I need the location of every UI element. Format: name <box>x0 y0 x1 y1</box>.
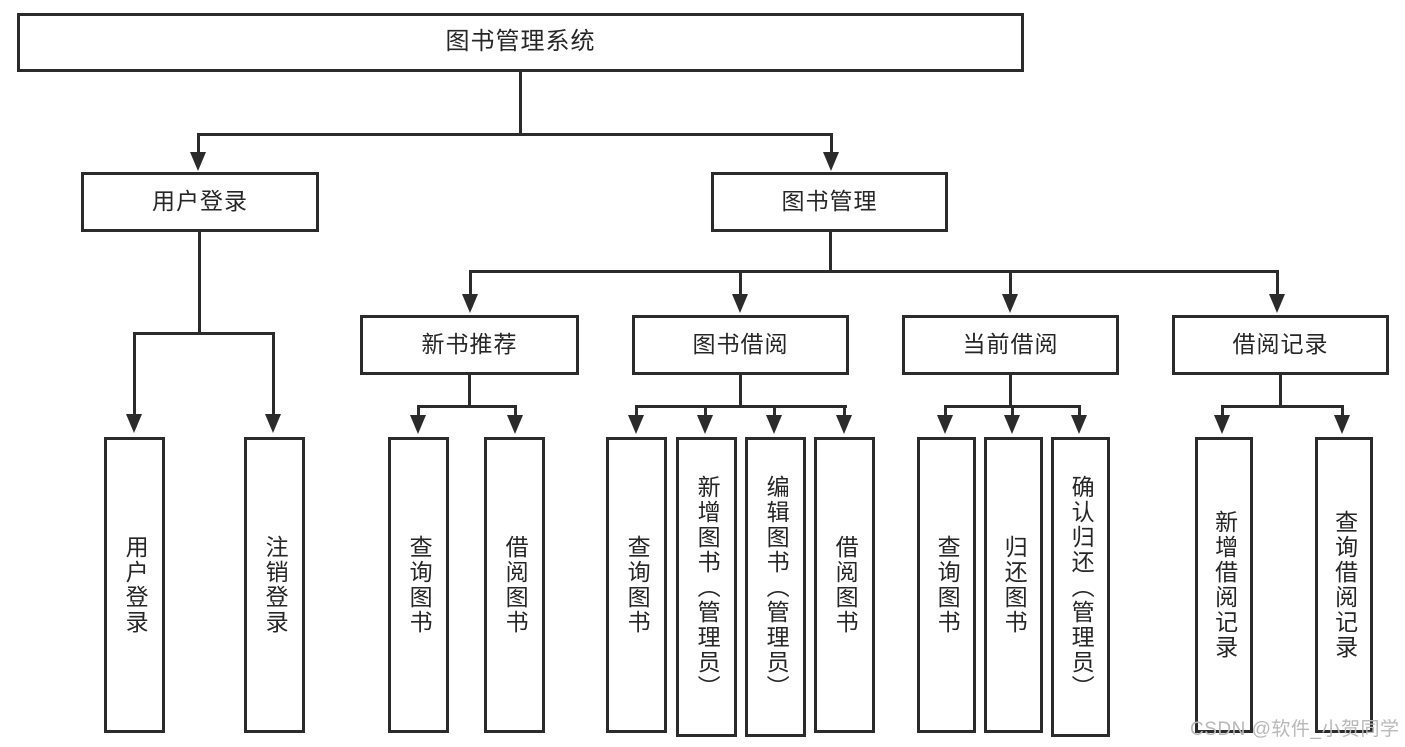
arrowhead-user-login-to-leaf1 <box>126 414 142 433</box>
node-leaf-logout[interactable]: 注销登录 <box>244 437 305 733</box>
edge-borrow-record-bus <box>1221 405 1344 408</box>
node-leaf-confirm-return[interactable]: 确认归还（管理员） <box>1051 437 1110 737</box>
edge-br-to-leaf2 <box>1341 405 1344 417</box>
arrowhead-bb-to-leaf3 <box>766 415 782 434</box>
arrowhead-nbr-to-leaf1 <box>410 415 426 434</box>
edge-bm-to-current-borrow <box>1009 270 1012 296</box>
node-leaf-edit-book[interactable]: 编辑图书（管理员） <box>745 437 806 737</box>
arrowhead-cb-to-leaf2 <box>1004 415 1020 434</box>
edge-cb-to-leaf3 <box>1078 405 1081 417</box>
node-root-system[interactable]: 图书管理系统 <box>17 13 1024 72</box>
edge-root-bus <box>197 133 833 136</box>
arrowhead-cb-to-leaf3 <box>1071 415 1087 434</box>
node-current-borrow[interactable]: 当前借阅 <box>902 315 1119 375</box>
arrowhead-root-to-book-management <box>823 152 839 171</box>
node-leaf-query-borrow-record[interactable]: 查询借阅记录 <box>1315 437 1373 733</box>
arrowhead-cb-to-leaf1 <box>937 415 953 434</box>
arrowhead-root-to-user-login <box>190 152 206 171</box>
edge-nbr-to-leaf2 <box>514 405 517 417</box>
edge-book-borrow-stem <box>739 375 742 407</box>
arrowhead-bm-to-book-borrow <box>732 294 748 313</box>
arrowhead-br-to-leaf1 <box>1214 415 1230 434</box>
edge-book-borrow-bus <box>635 405 847 408</box>
edge-root-stem <box>519 72 522 135</box>
edge-current-borrow-stem <box>1009 375 1012 407</box>
node-leaf-borrow-book-rec[interactable]: 借阅图书 <box>484 437 545 733</box>
edge-nbr-to-leaf1 <box>417 405 420 417</box>
edge-user-login-to-leaf1 <box>133 332 136 416</box>
edge-bb-to-leaf2 <box>704 405 707 417</box>
arrowhead-bb-to-leaf2 <box>697 415 713 434</box>
edge-cb-to-leaf1 <box>944 405 947 417</box>
edge-br-to-leaf1 <box>1221 405 1224 417</box>
edge-user-login-stem <box>198 232 201 335</box>
node-leaf-add-book[interactable]: 新增图书（管理员） <box>676 437 737 737</box>
edge-book-management-stem <box>829 232 832 272</box>
arrowhead-bm-to-borrow-record <box>1269 294 1285 313</box>
node-leaf-user-login[interactable]: 用户登录 <box>104 437 165 733</box>
node-borrow-record[interactable]: 借阅记录 <box>1172 315 1389 375</box>
edge-user-login-bus <box>133 332 274 335</box>
node-new-book-recommend[interactable]: 新书推荐 <box>360 315 579 375</box>
edge-book-management-bus <box>469 270 1279 273</box>
edge-cb-to-leaf2 <box>1011 405 1014 417</box>
node-leaf-return-book[interactable]: 归还图书 <box>984 437 1043 733</box>
edge-bb-to-leaf3 <box>773 405 776 417</box>
edge-bb-to-leaf1 <box>635 405 638 417</box>
node-leaf-borrow-book[interactable]: 借阅图书 <box>814 437 875 733</box>
edge-user-login-to-leaf2 <box>272 332 275 416</box>
edge-bm-to-borrow-record <box>1276 270 1279 296</box>
arrowhead-br-to-leaf2 <box>1334 415 1350 434</box>
node-book-borrow[interactable]: 图书借阅 <box>632 315 849 375</box>
arrowhead-user-login-to-leaf2 <box>265 414 281 433</box>
edge-root-to-book-management <box>830 133 833 155</box>
edge-bm-to-book-borrow <box>739 270 742 296</box>
arrowhead-nbr-to-leaf2 <box>507 415 523 434</box>
node-leaf-add-borrow-record[interactable]: 新增借阅记录 <box>1195 437 1253 733</box>
node-book-management[interactable]: 图书管理 <box>711 172 948 232</box>
edge-borrow-record-stem <box>1279 375 1282 407</box>
edge-bb-to-leaf4 <box>843 405 846 417</box>
arrowhead-bm-to-new-book-recommend <box>462 294 478 313</box>
edge-root-to-user-login <box>197 133 200 155</box>
arrowhead-bb-to-leaf4 <box>836 415 852 434</box>
node-leaf-query-book-borrow[interactable]: 查询图书 <box>606 437 667 733</box>
node-leaf-query-book-current[interactable]: 查询图书 <box>917 437 976 733</box>
arrowhead-bb-to-leaf1 <box>628 415 644 434</box>
edge-new-book-recommend-bus <box>417 405 517 408</box>
node-user-login[interactable]: 用户登录 <box>81 172 319 232</box>
edge-new-book-recommend-stem <box>468 375 471 407</box>
edge-bm-to-new-book-recommend <box>469 270 472 296</box>
node-leaf-query-book-rec[interactable]: 查询图书 <box>388 437 449 733</box>
arrowhead-bm-to-current-borrow <box>1002 294 1018 313</box>
csdn-watermark: CSDN @软件_小贺同学 <box>1190 719 1400 740</box>
